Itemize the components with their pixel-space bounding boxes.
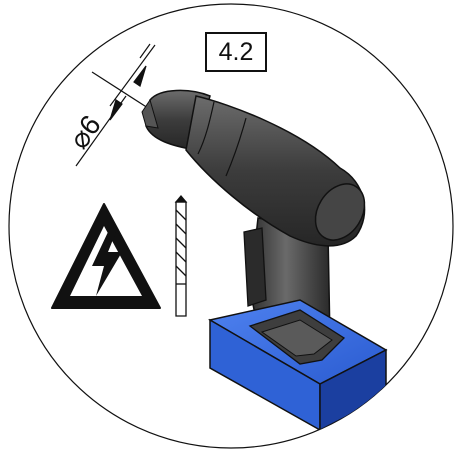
detail-circle [8, 3, 454, 449]
drill-trigger [243, 227, 267, 307]
step-number-box: 4.2 [205, 32, 267, 72]
battery-pack [207, 299, 388, 432]
diameter-dimension [75, 43, 156, 167]
electric-hazard-warning-icon [51, 203, 161, 309]
drill-rear-cap [314, 183, 366, 241]
drill-bit-icon [174, 194, 188, 317]
drill [141, 89, 388, 432]
